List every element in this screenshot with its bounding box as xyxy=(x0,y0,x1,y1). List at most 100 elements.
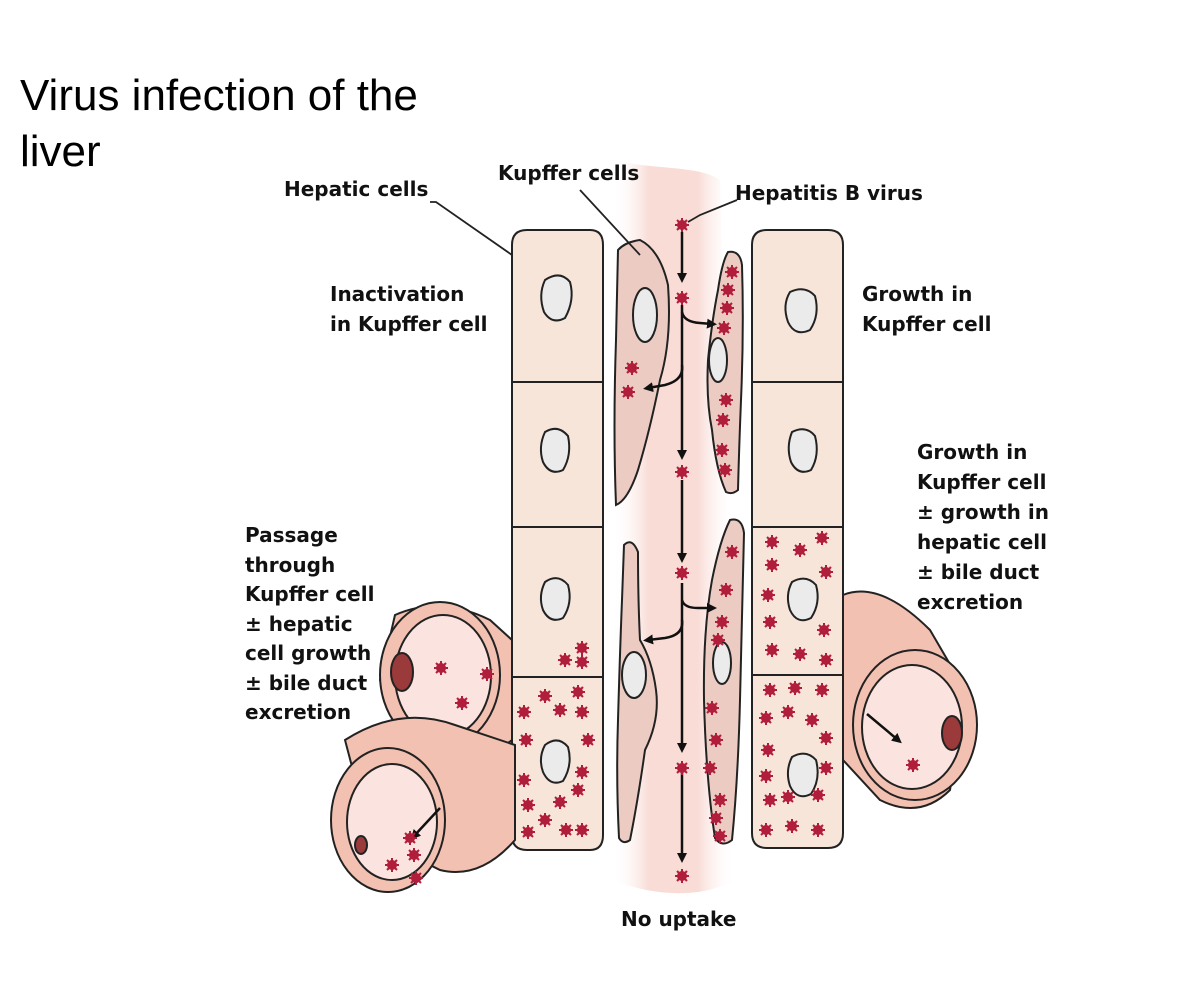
virus-particle xyxy=(717,462,733,478)
virus-particle xyxy=(433,660,449,676)
virus-particle xyxy=(810,822,826,838)
virus-particle xyxy=(818,652,834,668)
branch-arrow xyxy=(410,807,441,840)
kupffer-nucleus xyxy=(632,287,658,343)
virus-particle xyxy=(674,760,690,776)
virus-particle xyxy=(762,682,778,698)
label-line: through xyxy=(245,552,336,577)
label-line: ± hepatic xyxy=(245,611,353,636)
label-line: Inactivation xyxy=(330,282,465,306)
virus-particle xyxy=(384,857,400,873)
virus-particle xyxy=(674,217,690,233)
virus-particle xyxy=(818,730,834,746)
virus-particle xyxy=(479,666,495,682)
leader-line-kupffer-cells xyxy=(579,189,641,256)
slide-title: Virus infection of the liver xyxy=(20,71,418,176)
label-line: Passage xyxy=(245,523,338,547)
virus-particle xyxy=(574,822,590,838)
label-line: Growth in xyxy=(917,440,1028,464)
virus-particle xyxy=(718,582,734,598)
virus-particle xyxy=(574,640,590,656)
virus-particle xyxy=(574,764,590,780)
virus-particle xyxy=(905,757,921,773)
bile-duct-nucleus xyxy=(941,715,963,751)
label-line: excretion xyxy=(245,700,352,724)
virus-particle xyxy=(552,794,568,810)
virus-particle xyxy=(780,704,796,720)
virus-particle xyxy=(818,760,834,776)
virus-particle xyxy=(402,830,418,846)
bile-duct-nucleus xyxy=(354,835,368,855)
virus-particle xyxy=(714,614,730,630)
virus-particle xyxy=(516,704,532,720)
virus-particle xyxy=(810,787,826,803)
virus-particle xyxy=(780,789,796,805)
nucleus xyxy=(786,577,819,622)
label-line: Kupffer cell xyxy=(245,582,375,606)
virus-particle xyxy=(537,688,553,704)
branch-arrow xyxy=(866,713,902,744)
label-line: Kupffer cell xyxy=(862,312,992,336)
virus-particle xyxy=(719,300,735,316)
virus-particle xyxy=(787,680,803,696)
virus-particle xyxy=(724,264,740,280)
virus-particle xyxy=(762,614,778,630)
label-line: ± bile duct xyxy=(245,670,368,695)
virus-particle xyxy=(715,412,731,428)
virus-particle xyxy=(758,710,774,726)
nucleus xyxy=(540,274,573,322)
virus-particle xyxy=(708,732,724,748)
virus-particle xyxy=(720,282,736,298)
virus-particle xyxy=(710,632,726,648)
nucleus xyxy=(539,577,571,621)
label-passage: Passage through Kupffer cell ± hepatic c… xyxy=(245,521,374,728)
virus-particle xyxy=(764,557,780,573)
virus-particle xyxy=(814,682,830,698)
label-inactivation: Inactivation in Kupffer cell xyxy=(330,279,487,339)
virus-particle xyxy=(674,290,690,306)
virus-particle xyxy=(792,542,808,558)
virus-particle xyxy=(552,702,568,718)
virus-particle xyxy=(408,870,424,886)
virus-particle xyxy=(516,772,532,788)
virus-particle xyxy=(520,824,536,840)
virus-particle xyxy=(518,732,534,748)
label-no-uptake: No uptake xyxy=(621,907,737,931)
virus-particle xyxy=(702,760,718,776)
virus-particle xyxy=(537,812,553,828)
nucleus xyxy=(539,739,571,784)
label-line: Growth in xyxy=(862,282,973,306)
branch-arrow xyxy=(680,311,717,329)
virus-particle xyxy=(558,822,574,838)
virus-particle xyxy=(716,320,732,336)
virus-particle xyxy=(764,642,780,658)
virus-particle xyxy=(784,818,800,834)
virus-particle xyxy=(620,384,636,400)
virus-particle xyxy=(708,810,724,826)
label-growth-kupffer-hepatic: Growth in Kupffer cell ± growth in hepat… xyxy=(917,437,1049,617)
virus-particle xyxy=(574,704,590,720)
virus-particle xyxy=(762,792,778,808)
label-kupffer-cells: Kupffer cells xyxy=(498,161,640,185)
virus-particle xyxy=(760,742,776,758)
nucleus xyxy=(787,428,818,473)
nucleus xyxy=(539,427,571,473)
leader-line-hepatic-cells xyxy=(430,201,513,256)
virus-particle xyxy=(520,797,536,813)
virus-particle xyxy=(764,534,780,550)
virus-particle xyxy=(714,442,730,458)
kupffer-nucleus xyxy=(712,641,732,685)
label-line: ± bile duct xyxy=(917,560,1040,584)
virus-particle xyxy=(760,587,776,603)
label-hepatitis-b-virus: Hepatitis B virus xyxy=(735,181,923,205)
virus-particle xyxy=(454,695,470,711)
label-growth-kupffer: Growth in Kupffer cell xyxy=(862,279,991,339)
virus-particle xyxy=(570,782,586,798)
virus-particle xyxy=(724,544,740,560)
virus-particle xyxy=(804,712,820,728)
virus-particle xyxy=(624,360,640,376)
virus-particle xyxy=(758,822,774,838)
virus-particle xyxy=(712,792,728,808)
label-line: ± growth in xyxy=(917,500,1049,524)
virus-particle xyxy=(570,684,586,700)
